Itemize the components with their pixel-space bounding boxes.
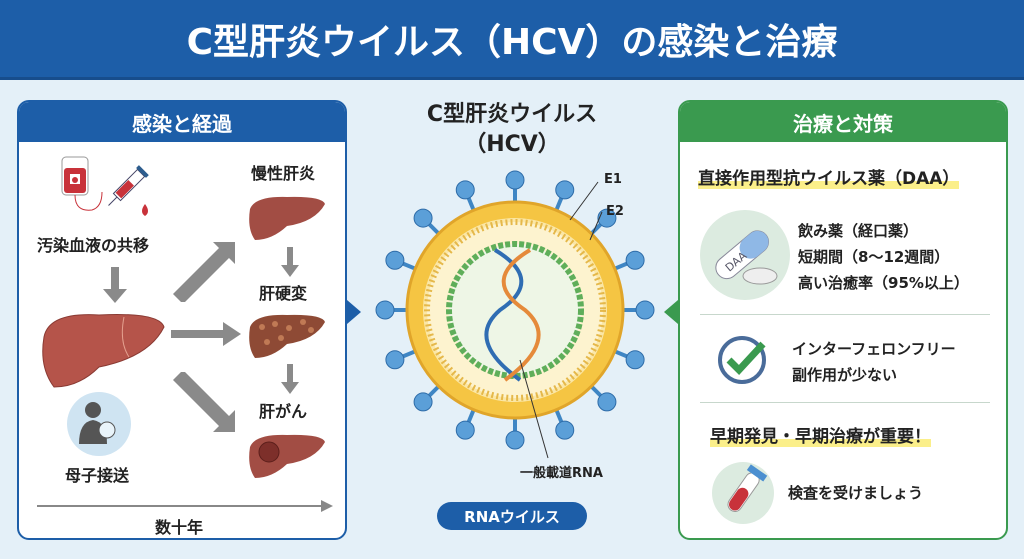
spike-protein xyxy=(375,300,395,320)
spike-protein xyxy=(597,208,617,228)
rna-label: 一般載道RNA xyxy=(520,466,603,481)
cancer-liver-icon xyxy=(249,434,325,478)
chronic-liver-icon xyxy=(249,196,325,240)
daa-pill-icon: DAA xyxy=(700,210,790,300)
spike-protein xyxy=(635,300,655,320)
spike-protein xyxy=(413,208,433,228)
panel-heading: 治療と対策 xyxy=(680,102,1006,142)
stage-chronic-label: 慢性肝炎 xyxy=(251,164,316,183)
blood-bag-syringe-icon xyxy=(61,156,149,216)
daa-point: 飲み薬（経口薬） xyxy=(798,222,919,240)
stage-cancer-label: 肝がん xyxy=(259,402,308,421)
down-arrow-icon xyxy=(281,247,299,277)
route-blood-label: 汚染血液の共移 xyxy=(37,236,150,255)
route-mother-label: 母子接送 xyxy=(65,466,130,485)
daa-point: 高い治癒率（95%以上） xyxy=(798,274,969,292)
rna-virus-badge: RNAウイルス xyxy=(437,502,587,530)
virus-title-line1: C型肝炎ウイルス xyxy=(426,102,598,127)
mother-child-icon xyxy=(67,392,131,456)
test-text: 検査を受けましょう xyxy=(788,484,924,502)
daa-points: 飲み薬（経口薬） 短期間（8〜12週間） 高い治癒率（95%以上） xyxy=(798,218,969,296)
spike-protein xyxy=(555,420,575,440)
spike-protein xyxy=(625,250,645,270)
stage-cirrhosis-label: 肝硬変 xyxy=(259,284,308,303)
infection-course-panel: 感染と経過 汚染血液の共移 母子接送 慢性肝炎 肝硬変 肝がん 数十年 xyxy=(17,100,347,540)
down-arrow-icon xyxy=(103,267,127,303)
daa-heading: 直接作用型抗ウイルス薬（DAA） xyxy=(698,169,960,189)
spike-protein xyxy=(455,420,475,440)
spike-protein xyxy=(597,392,617,412)
timeline-arrow xyxy=(37,500,333,512)
right-pointer-icon xyxy=(664,300,678,324)
e2-label: E2 xyxy=(606,204,624,219)
spike-protein xyxy=(625,350,645,370)
spike-protein xyxy=(555,180,575,200)
arrow-to-chronic-icon xyxy=(173,242,235,302)
liver-icon xyxy=(42,314,165,388)
virus-title-line2: （HCV） xyxy=(464,132,560,157)
spike-protein xyxy=(505,170,525,190)
early-detection-heading: 早期発見・早期治療が重要！ xyxy=(710,427,931,447)
hcv-virus-diagram xyxy=(375,170,655,459)
daa-point: 短期間（8〜12週間） xyxy=(798,248,950,266)
ifn-point: インターフェロンフリー xyxy=(792,340,956,358)
spike-protein xyxy=(505,430,525,450)
virus-title: C型肝炎ウイルス （HCV） xyxy=(380,100,644,160)
ifn-points: インターフェロンフリー 副作用が少ない xyxy=(792,336,956,388)
test-tube-icon xyxy=(712,462,774,524)
page-title: C型肝炎ウイルス（HCV）の感染と治療 xyxy=(0,0,1024,80)
left-pointer-icon xyxy=(347,300,361,324)
ifn-point: 副作用が少ない xyxy=(792,366,898,384)
timeline-label: 数十年 xyxy=(155,518,204,537)
panel-heading: 感染と経過 xyxy=(19,102,345,142)
arrow-to-cancer-icon xyxy=(173,372,235,432)
spike-protein xyxy=(385,350,405,370)
arrow-to-cirrhosis-icon xyxy=(171,322,241,346)
e1-label: E1 xyxy=(604,172,622,187)
cirrhosis-liver-icon xyxy=(249,314,325,358)
check-circle-icon xyxy=(718,336,766,384)
spike-protein xyxy=(455,180,475,200)
spike-protein xyxy=(385,250,405,270)
down-arrow-icon xyxy=(281,364,299,394)
treatment-panel: 治療と対策 直接作用型抗ウイルス薬（DAA） DAA 飲み薬（経口薬） 短期間（… xyxy=(678,100,1008,540)
divider xyxy=(700,402,990,403)
spike-protein xyxy=(413,392,433,412)
divider xyxy=(700,314,990,315)
